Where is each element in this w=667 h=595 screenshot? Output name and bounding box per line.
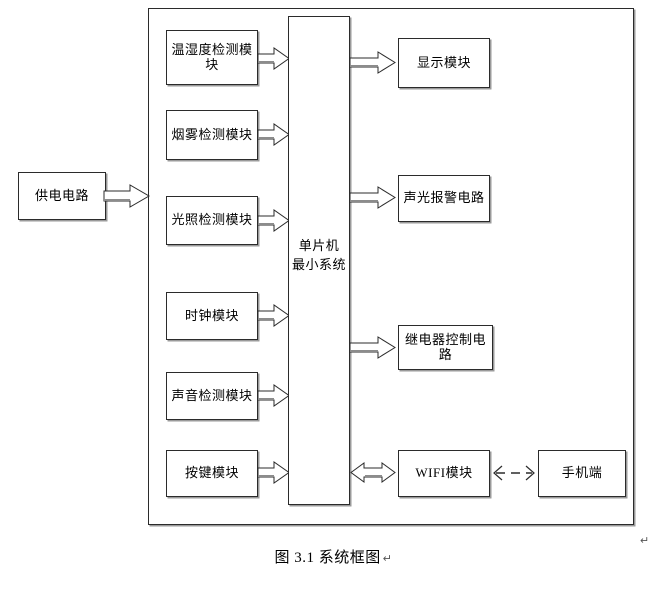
- node-temp-humidity-module[interactable]: 温湿度检测模块: [166, 30, 258, 85]
- node-relay-label: 继电器控制电路: [404, 331, 486, 362]
- node-sound-module[interactable]: 声音检测模块: [166, 372, 258, 420]
- node-mcu-minimum-system[interactable]: [288, 16, 350, 505]
- figure-caption: 图 3.1 系统框图↵: [0, 546, 667, 567]
- node-mcu-label-group: 单片机 最小系统: [274, 237, 364, 275]
- node-clock-module[interactable]: 时钟模块: [166, 292, 258, 340]
- node-display-label: 显示模块: [416, 54, 471, 70]
- arrow-temp-humidity-to-mcu: [257, 47, 292, 71]
- node-wifi-module[interactable]: WIFI模块: [398, 450, 490, 497]
- node-phone-terminal[interactable]: 手机端: [538, 450, 626, 497]
- system-boundary-frame: [148, 8, 634, 525]
- node-alarm-label: 声光报警电路: [403, 190, 485, 206]
- node-power-supply[interactable]: 供电电路: [18, 172, 106, 220]
- arrow-mcu-to-wifi-bidirectional: [350, 461, 398, 485]
- node-light-label: 光照检测模块: [171, 212, 253, 228]
- node-clock-label: 时钟模块: [184, 307, 239, 323]
- arrow-sound-to-mcu: [257, 384, 292, 408]
- node-power-supply-label: 供电电路: [34, 187, 89, 203]
- figure-caption-text: 图 3.1 系统框图: [274, 550, 381, 566]
- arrow-smoke-to-mcu: [257, 123, 292, 147]
- arrow-wifi-to-phone-dashed: [490, 461, 538, 485]
- node-temp-humidity-label: 温湿度检测模块: [171, 41, 253, 72]
- arrow-power-to-system: [103, 183, 152, 209]
- node-smoke-module[interactable]: 烟雾检测模块: [166, 110, 258, 160]
- node-phone-label: 手机端: [561, 465, 603, 481]
- node-mcu-label-line2: 最小系统: [291, 256, 346, 272]
- node-wifi-label: WIFI模块: [415, 465, 473, 481]
- caption-paragraph-mark: ↵: [382, 553, 393, 565]
- node-display-module[interactable]: 显示模块: [398, 38, 490, 88]
- arrow-mcu-to-alarm: [349, 186, 398, 210]
- node-sound-label: 声音检测模块: [171, 387, 253, 403]
- node-mcu-label-line1: 单片机: [298, 238, 340, 253]
- node-light-module[interactable]: 光照检测模块: [166, 196, 258, 245]
- node-relay-control-circuit[interactable]: 继电器控制电路: [398, 325, 493, 370]
- trailing-paragraph-mark: ↵: [640, 535, 650, 547]
- arrow-clock-to-mcu: [257, 304, 292, 328]
- arrow-light-to-mcu: [257, 209, 292, 233]
- node-key-module[interactable]: 按键模块: [166, 450, 258, 497]
- node-smoke-label: 烟雾检测模块: [171, 126, 253, 142]
- node-alarm-circuit[interactable]: 声光报警电路: [398, 175, 490, 222]
- arrow-mcu-to-relay: [349, 336, 398, 360]
- arrow-key-to-mcu: [257, 461, 292, 485]
- arrow-mcu-to-display: [349, 51, 398, 75]
- node-key-label: 按键模块: [184, 465, 239, 481]
